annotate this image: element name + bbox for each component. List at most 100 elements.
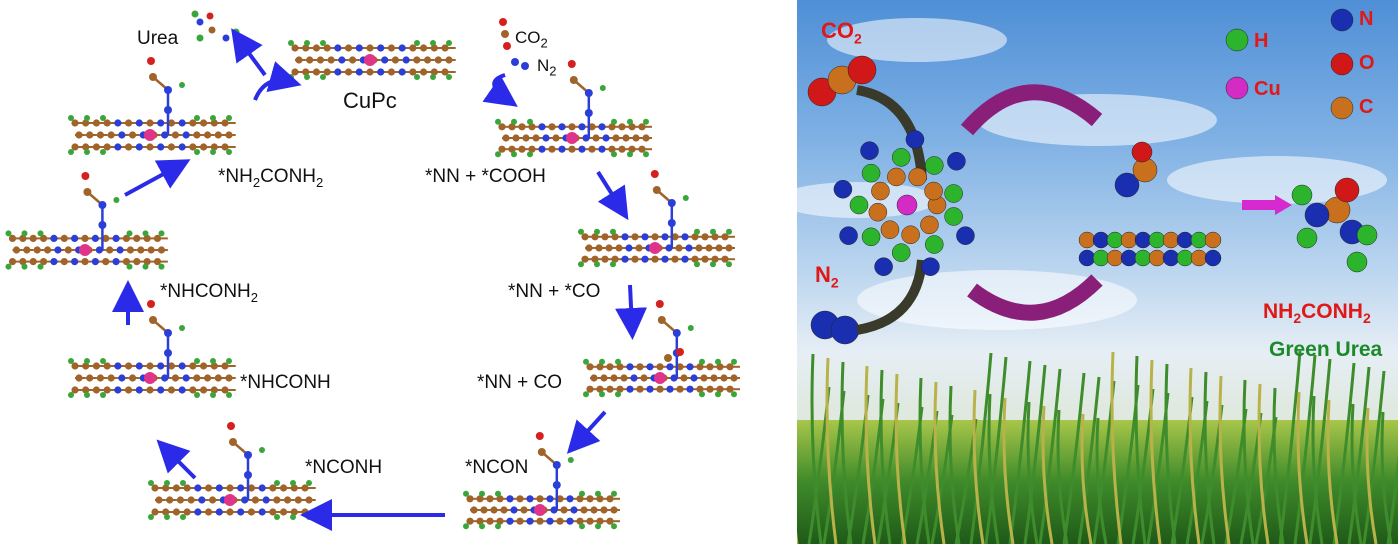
- atom: [721, 255, 729, 263]
- atom: [616, 385, 624, 393]
- hydrogen-atom: [627, 151, 633, 158]
- atom: [193, 131, 201, 139]
- hydrogen-atom: [274, 514, 280, 520]
- hydrogen-atom: [495, 523, 501, 530]
- hydrogen-atom: [495, 151, 501, 158]
- atom: [470, 506, 478, 514]
- catalyst-atom: [861, 163, 881, 183]
- atom: [696, 363, 704, 371]
- atom: [522, 134, 530, 142]
- atom: [221, 386, 229, 394]
- atom: [419, 68, 428, 76]
- atom: [155, 496, 163, 504]
- copper-atom: [144, 129, 156, 141]
- atom: [60, 234, 68, 242]
- atom: [103, 119, 111, 127]
- atom: [486, 495, 494, 503]
- atom: [241, 496, 249, 504]
- urea-h: [1356, 224, 1378, 246]
- hydrogen-atom: [463, 523, 469, 530]
- atom: [398, 44, 406, 52]
- atom: [466, 517, 474, 525]
- grass-blade: [1347, 366, 1371, 544]
- atom: [377, 44, 385, 52]
- atom: [486, 517, 494, 525]
- atom: [618, 145, 626, 153]
- carbon-atom: [149, 316, 157, 324]
- atom: [153, 234, 162, 242]
- grass-blade: [1362, 370, 1386, 544]
- atom: [434, 56, 442, 64]
- hydrogen-atom: [615, 391, 621, 398]
- atom: [92, 362, 101, 370]
- hydrogen-atom: [179, 325, 185, 331]
- legend-c: C: [1359, 96, 1374, 118]
- grass-blade: [1110, 351, 1123, 544]
- atom: [685, 244, 693, 252]
- atom: [294, 496, 302, 504]
- carbon-atom: [229, 438, 237, 446]
- atom: [96, 374, 105, 382]
- atom: [402, 56, 410, 64]
- legend-cu-ball: [1225, 76, 1249, 100]
- atom: [591, 255, 599, 263]
- hydrogen-atom: [595, 490, 601, 497]
- atom: [610, 506, 618, 514]
- grass-blade: [1062, 372, 1086, 544]
- grass-blade: [879, 369, 892, 544]
- grass-blade: [810, 353, 823, 544]
- atom: [323, 44, 331, 52]
- cupc-molecule: [495, 60, 652, 158]
- atom: [506, 517, 514, 525]
- atom: [538, 145, 546, 153]
- catalyst-atom: [849, 195, 869, 215]
- atom: [596, 363, 604, 371]
- atom: [628, 145, 636, 153]
- hydrogen-atom: [446, 40, 452, 46]
- step-label-nhconh: *NHCONH: [240, 372, 331, 393]
- product-arrow-head: [1275, 195, 1292, 215]
- grass-blade: [1077, 376, 1101, 544]
- atom: [606, 363, 614, 371]
- grass-blade: [1272, 387, 1285, 544]
- atom: [182, 374, 190, 382]
- grass-blade: [1149, 359, 1162, 544]
- oxygen-atom: [676, 348, 684, 356]
- hydrogen-atom: [37, 230, 44, 237]
- atom: [520, 506, 528, 514]
- atom: [500, 506, 508, 514]
- atom: [666, 363, 674, 371]
- cloud: [1167, 156, 1387, 204]
- catalyst-atom: [839, 226, 858, 245]
- atom: [8, 258, 17, 266]
- atom: [33, 246, 41, 254]
- atom: [258, 508, 266, 516]
- catalyst-atom: [944, 184, 963, 203]
- atom: [605, 244, 613, 252]
- hydrogen-atom: [100, 358, 106, 364]
- catalyst-atom: [891, 148, 911, 167]
- oxygen-atom: [650, 170, 659, 178]
- hydrogen-atom: [699, 391, 705, 398]
- atom: [135, 362, 143, 370]
- atom: [608, 145, 616, 153]
- hydrogen-atom: [164, 514, 170, 520]
- atom: [631, 233, 639, 241]
- atom: [611, 233, 619, 241]
- hydrogen-atom: [226, 392, 232, 398]
- atom: [441, 44, 449, 52]
- atom: [635, 244, 643, 252]
- catalyst-atom: [920, 215, 939, 235]
- atom: [621, 233, 629, 241]
- grass-blade: [1026, 401, 1039, 544]
- atom: [726, 363, 734, 371]
- atom: [273, 496, 281, 504]
- atom: [183, 508, 191, 516]
- legend-cu: Cu: [1254, 78, 1281, 100]
- hydrogen-atom: [194, 115, 200, 121]
- atom: [29, 234, 37, 242]
- atom: [498, 123, 506, 131]
- atom: [71, 143, 79, 151]
- reaction-cycle-panel: Urea CO2 N2 CuPc *NN + *COOH *NN + *CO *…: [5, 10, 740, 531]
- atom: [291, 44, 299, 52]
